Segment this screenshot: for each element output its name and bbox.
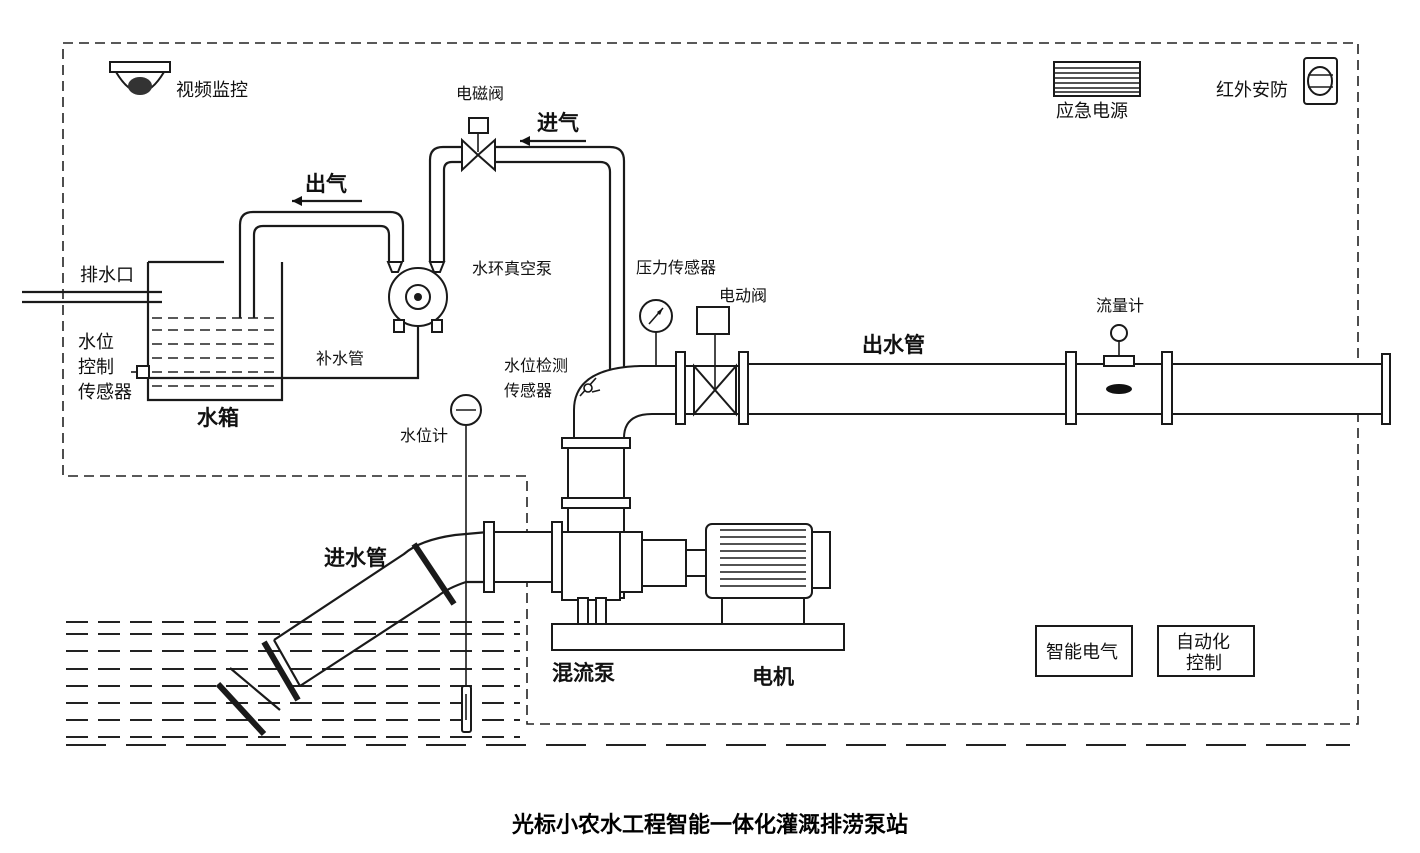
- outlet-pipe-label: 出水管: [862, 333, 925, 357]
- air-out-label: 出气: [305, 172, 347, 196]
- level-detect-sensor-label-1: 水位检测: [504, 356, 568, 375]
- flow-meter-label: 流量计: [1096, 296, 1144, 315]
- automation-control-label-1: 自动化: [1176, 632, 1230, 653]
- water-tank: [146, 260, 284, 402]
- level-control-sensor-label-3: 传感器: [78, 382, 132, 403]
- solenoid-valve-icon: [461, 117, 496, 173]
- pressure-sensor-icon: [639, 299, 673, 366]
- water-level-gauge-icon: [450, 394, 482, 733]
- electric-valve-label: 电动阀: [719, 286, 767, 305]
- level-control-sensor-icon: [131, 365, 150, 379]
- motor-icon: [685, 523, 831, 625]
- infrared-security-label: 红外安防: [1216, 80, 1288, 101]
- water-tank-label: 水箱: [197, 406, 239, 430]
- makeup-pipe-label: 补水管: [316, 349, 364, 368]
- automation-control-label-2: 控制: [1186, 653, 1222, 674]
- emergency-power-icon: [1053, 61, 1141, 97]
- mixed-flow-pump-icon: [561, 531, 687, 625]
- video-monitor-label: 视频监控: [176, 80, 248, 101]
- motor-label: 电机: [752, 665, 794, 689]
- electric-valve-icon: [684, 306, 749, 425]
- air-in-label: 进气: [537, 111, 579, 135]
- video-camera-icon: [109, 61, 171, 95]
- solenoid-valve-label: 电磁阀: [456, 84, 504, 103]
- level-control-sensor-label-1: 水位: [78, 332, 114, 353]
- automation-control-cabinet: [1157, 625, 1255, 677]
- outlet-elbow: [573, 365, 684, 439]
- drain-outlet-pipe: [22, 290, 162, 304]
- flow-meter-icon: [1103, 324, 1135, 394]
- air-in-pipe: [495, 145, 626, 370]
- infrared-sensor-icon: [1303, 57, 1338, 105]
- level-detect-sensor-icon: [579, 377, 601, 397]
- smart-electrical-label: 智能电气: [1046, 642, 1118, 663]
- smart-electrical-cabinet: [1035, 625, 1133, 677]
- elbow-flange: [675, 351, 686, 425]
- outlet-pipe: [747, 351, 1391, 425]
- level-control-sensor-label-2: 控制: [78, 357, 114, 378]
- pump-base: [551, 623, 845, 651]
- diagram-title: 光标小农水工程智能一体化灌溉排涝泵站: [511, 812, 908, 838]
- air-out-arrow: [292, 196, 362, 206]
- vacuum-line-pipe: [428, 145, 462, 262]
- vacuum-pump-label: 水环真空泵: [472, 259, 552, 278]
- inlet-pipe-label: 进水管: [324, 546, 387, 570]
- emergency-power-label: 应急电源: [1056, 101, 1128, 122]
- vacuum-pump-icon: [386, 261, 448, 333]
- air-in-arrow: [520, 136, 586, 146]
- station-boundary: [62, 42, 1359, 725]
- makeup-pipe: [150, 308, 420, 380]
- pressure-sensor-label: 压力传感器: [636, 258, 716, 277]
- water-body: [66, 621, 1350, 746]
- air-out-pipe: [238, 210, 405, 318]
- inlet-pipe: [215, 521, 563, 737]
- drain-outlet-label: 排水口: [80, 265, 134, 286]
- mixed-flow-pump-label: 混流泵: [552, 661, 615, 685]
- level-detect-sensor-label-2: 传感器: [504, 381, 552, 400]
- water-level-gauge-label: 水位计: [400, 426, 448, 445]
